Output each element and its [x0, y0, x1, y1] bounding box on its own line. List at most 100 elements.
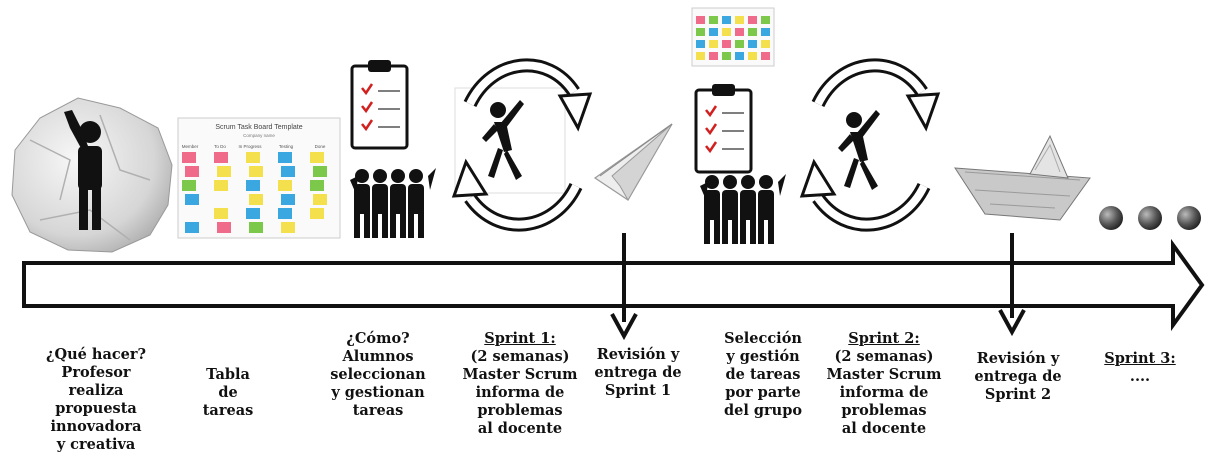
board-column-header: Testing — [279, 144, 294, 149]
group-members-icon — [700, 174, 786, 244]
sticky-note — [748, 52, 757, 60]
sticky-note — [278, 208, 292, 219]
sticky-note — [249, 222, 263, 233]
step-text-line: tareas — [352, 402, 404, 419]
step-text-line: al docente — [841, 420, 927, 437]
sticky-note — [696, 28, 705, 36]
step-text-line: de tareas — [725, 366, 801, 383]
sticky-note — [278, 152, 292, 163]
sticky-note — [761, 52, 770, 60]
step-text-line: Master Scrum — [462, 366, 578, 383]
board-column-header: To Do — [214, 144, 226, 149]
sticky-note — [313, 194, 327, 205]
sticky-note — [696, 16, 705, 24]
sticky-note — [735, 28, 744, 36]
step-text-line: informa de — [839, 384, 929, 401]
sticky-note — [185, 166, 199, 177]
board-sticky-notes — [182, 152, 327, 233]
sticky-note — [735, 52, 744, 60]
sticky-note — [722, 16, 731, 24]
sticky-note — [281, 194, 295, 205]
continuation-dots-icon — [1099, 206, 1201, 230]
sticky-note — [310, 208, 324, 219]
step-text-line: Alumnos — [342, 348, 414, 365]
sticky-note — [185, 194, 199, 205]
step-text-line: del grupo — [723, 402, 803, 419]
step-heading: Sprint 2: — [848, 330, 920, 347]
step-text-line: propuesta — [55, 400, 137, 417]
sticky-note — [735, 16, 744, 24]
sticky-note — [761, 16, 770, 24]
step-text-line: por parte — [725, 384, 801, 401]
sticky-note — [709, 52, 718, 60]
step-text-line: problemas — [477, 402, 563, 419]
sticky-note — [761, 40, 770, 48]
sticky-note — [249, 194, 263, 205]
board-column-header: Done — [315, 144, 326, 149]
step-text-line: informa de — [475, 384, 565, 401]
paper-boat-image — [954, 134, 1091, 221]
sticky-note — [217, 222, 231, 233]
step-text-line: entrega de — [594, 364, 682, 381]
sticky-note — [217, 166, 231, 177]
sticky-note — [182, 180, 196, 191]
sticky-note — [246, 152, 260, 163]
paper-plane-image — [593, 123, 673, 202]
sticky-note — [185, 222, 199, 233]
sticky-note — [214, 152, 228, 163]
sprint-cycle-arrows-icon — [451, 58, 593, 232]
sticky-note — [696, 40, 705, 48]
sticky-note — [722, 52, 731, 60]
step-label-sprint3: Sprint 3:.... — [1065, 350, 1206, 386]
professor-figure-icon — [64, 110, 102, 230]
step-text-line: problemas — [841, 402, 927, 419]
step-text-line: y gestión — [726, 348, 800, 365]
sticky-note — [310, 152, 324, 163]
sticky-note — [281, 166, 295, 177]
sticky-note — [313, 166, 327, 177]
sticky-note — [281, 222, 295, 233]
students-group-icon — [350, 168, 436, 238]
board-column-header: In Progress — [238, 144, 262, 149]
sticky-note — [246, 180, 260, 191]
sticky-note — [748, 28, 757, 36]
step-heading: ¿Cómo? — [346, 330, 410, 347]
board-title: Scrum Task Board Template — [215, 124, 302, 131]
step-text-line: Sprint 1 — [604, 382, 672, 399]
step-heading: Tabla — [206, 366, 250, 383]
step-text-line: realiza — [68, 382, 124, 399]
sticky-note — [214, 180, 228, 191]
milestone-arrow-sprint2 — [998, 233, 1026, 337]
sticky-note — [722, 40, 731, 48]
sticky-note — [748, 40, 757, 48]
sticky-note — [709, 16, 718, 24]
step-text-line: seleccionan — [330, 366, 426, 383]
sticky-note — [182, 152, 196, 163]
scrum-task-board-image: Scrum Task Board Template Company name M… — [177, 117, 341, 239]
scrum-master-figure-icon — [482, 100, 524, 180]
sticky-note — [310, 180, 324, 191]
step-text-line: Profesor — [61, 364, 131, 381]
step-text-line: innovadora — [50, 418, 142, 435]
sticky-note — [735, 40, 744, 48]
sticky-note — [761, 28, 770, 36]
step-text-line: de — [218, 384, 238, 401]
step-text-line: Master Scrum — [826, 366, 942, 383]
sprint-cycle-arrows-icon-2 — [799, 58, 941, 232]
step-text-line: (2 semanas) — [470, 348, 570, 365]
step-heading: Revisión y — [976, 350, 1060, 367]
step-text-line: entrega de — [974, 368, 1062, 385]
step-heading: Selección — [724, 330, 802, 347]
clipboard-checklist-icon — [350, 60, 409, 150]
step-text-line: y gestionan — [331, 384, 425, 401]
step-text-line: y creativa — [56, 436, 136, 453]
